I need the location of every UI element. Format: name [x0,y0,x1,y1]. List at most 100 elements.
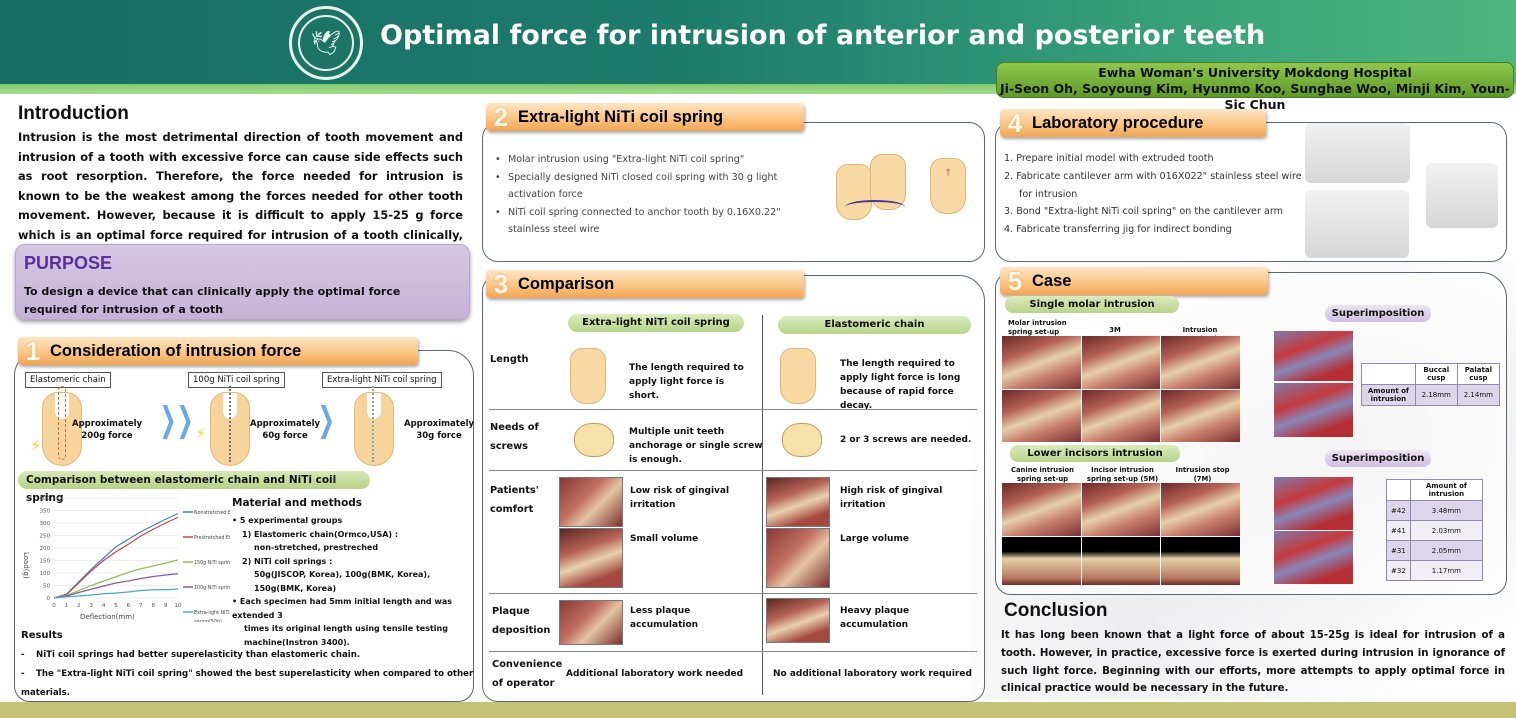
elastomeric-chain-icon [58,386,66,460]
conclusion-text: It has long been known that a light forc… [1001,630,1505,695]
chart-y-tick-label: 300 [40,521,51,527]
chart-x-axis-label: Deflection(mm) [80,613,135,621]
molar-label-3m: 3M [1109,326,1121,334]
chart-x-tick-label: 1 [65,603,69,609]
methods-list: • 5 experimental groups 1) Elastomeric c… [232,514,477,649]
conclusion-heading: Conclusion [1004,600,1108,621]
chart-x-tick-label: 2 [77,603,81,609]
ec-convenience-text: No additional laboratory work required [773,669,972,679]
chart-legend-label: 100g NiTi spring [194,585,230,591]
lab-procedure-steps: 1. Prepare initial model with extruded t… [1004,150,1304,239]
model-photo-closeup [1426,163,1498,228]
methods-item: 1) Elastomeric chain(Ormco,USA) : [242,529,399,539]
niti-length-text: The length required to apply light force… [629,363,744,401]
section2-number: 2 [493,101,509,132]
bullet-item: NiTi coil spring connected to anchor too… [494,204,824,239]
methods-heading: Material and methods [232,497,363,509]
section1-heading: Consideration of intrusion force [50,341,302,360]
superimposition-molar-image-2 [1274,383,1353,437]
row-label-convenience: Convenience of operator [492,659,563,689]
chart-y-tick-label: 150 [40,559,51,565]
purpose-text: To design a device that can clinically a… [24,285,401,316]
section4-number: 4 [1007,107,1023,138]
results-item: -NiTi coil springs had better superelast… [21,650,361,660]
methods-item: machine(Instron 3400). [244,637,350,647]
dove-icon: 🕊 [298,15,354,71]
intrusion-arrow-icon: ↑ [944,168,953,179]
lab-step: 2. Fabricate cantilever arm with 016X022… [1004,170,1302,182]
methods-item: 2) NiTi coil springs : [242,556,333,566]
chart-x-tick-label: 5 [114,603,118,609]
institution: Ewha Woman's University Mokdong Hospital [1098,65,1412,80]
table-cell: 2.05mm [1409,540,1484,561]
table-header-cell: Buccal cusp [1414,363,1458,385]
molar-photo-setup-buccal [1002,336,1081,389]
incisor-photo-5m-occlusal [1082,483,1160,536]
chart-x-tick-label: 0 [52,603,56,609]
molar-photo-3m-occlusal [1082,390,1160,442]
chart-y-axis-label: Load(g) [22,552,30,579]
ec-comfort-text: High risk of gingival irritation [840,486,943,510]
superimposition-incisor-image-1 [1274,477,1353,530]
lightning-icon: ⚡ [30,436,42,455]
device-tag-100g: 100g NiTi coil spring [188,372,285,388]
incisor-photo-canine-frontal [1002,537,1081,585]
chart-y-tick-label: 350 [40,509,51,515]
coil-spring-icon [372,386,375,462]
table-cell: 2.14mm [1456,384,1501,406]
chart-x-tick-label: 8 [151,603,155,609]
device-tag-extra-light: Extra-light NiTi coil spring [322,372,442,388]
table-row-label: Amount of intrusion [1361,384,1416,406]
ec-length-text: The length required to apply light force… [840,359,961,411]
incisor-label-7m: Intrusion stop(7M) [1175,466,1230,483]
chart-x-tick-label: 6 [127,603,131,609]
chart-y-tick-label: 400 [40,496,51,502]
occlusal-niti-illustration [574,423,614,457]
chart-series-lines [53,512,179,599]
chart-legend-label: 150g NiTi spring [194,560,230,566]
incisor-photo-canine-occlusal [1002,483,1081,536]
incisor-photo-7m-frontal [1161,537,1240,585]
niti-screws-text: Multiple unit teeth anchorage or single … [629,427,763,465]
niti-convenience-text: Additional laboratory work needed [566,669,744,679]
column-divider [762,315,763,695]
chart-series-line [53,588,179,599]
table-cell: 1.17mm [1409,560,1484,581]
photo-niti-plaque [559,600,623,645]
table-header-cell: Amount of intrusion [1409,479,1484,501]
superimposition-incisor-image-2 [1274,531,1353,584]
chart-x-tick-label: 4 [102,603,106,609]
table-cell: 2.03mm [1409,520,1484,541]
methods-item: non-stretched, prestreched [254,543,379,552]
chart-y-tick-label: 250 [40,534,51,540]
section5-heading: Case [1032,271,1072,290]
ec-plaque-text: Heavy plaque accumulation [840,606,910,630]
chart-series-line [53,559,179,599]
chart-legend-label: Extra-light NiTi [194,610,230,616]
section4-header: 4 Laboratory procedure [1000,107,1266,138]
photo-ec-plaque [766,598,830,643]
lightning-icon: ⚡ [196,426,206,442]
row-divider [489,651,977,652]
lab-step: 1. Prepare initial model with extruded t… [1004,153,1214,164]
superimposition-molar-label: Superimposition [1325,305,1431,322]
results-list: -NiTi coil springs had better superelast… [21,646,476,703]
section2-header: 2 Extra-light NiTi coil spring [486,101,804,132]
section2-heading: Extra-light NiTi coil spring [518,107,724,126]
affiliation-box: Ewha Woman's University Mokdong Hospital… [996,62,1514,112]
incisor-photo-5m-frontal [1082,537,1160,585]
results-heading: Results [21,630,63,641]
tooth-ec-length-illustration [780,348,816,404]
section1-header: 1 Consideration of intrusion force [18,336,418,366]
chart-y-tick-label: 50 [43,584,50,590]
introduction-heading: Introduction [18,103,129,124]
tooth-extra-light-illustration [354,392,394,466]
molar-photo-setup-occlusal [1002,390,1081,442]
